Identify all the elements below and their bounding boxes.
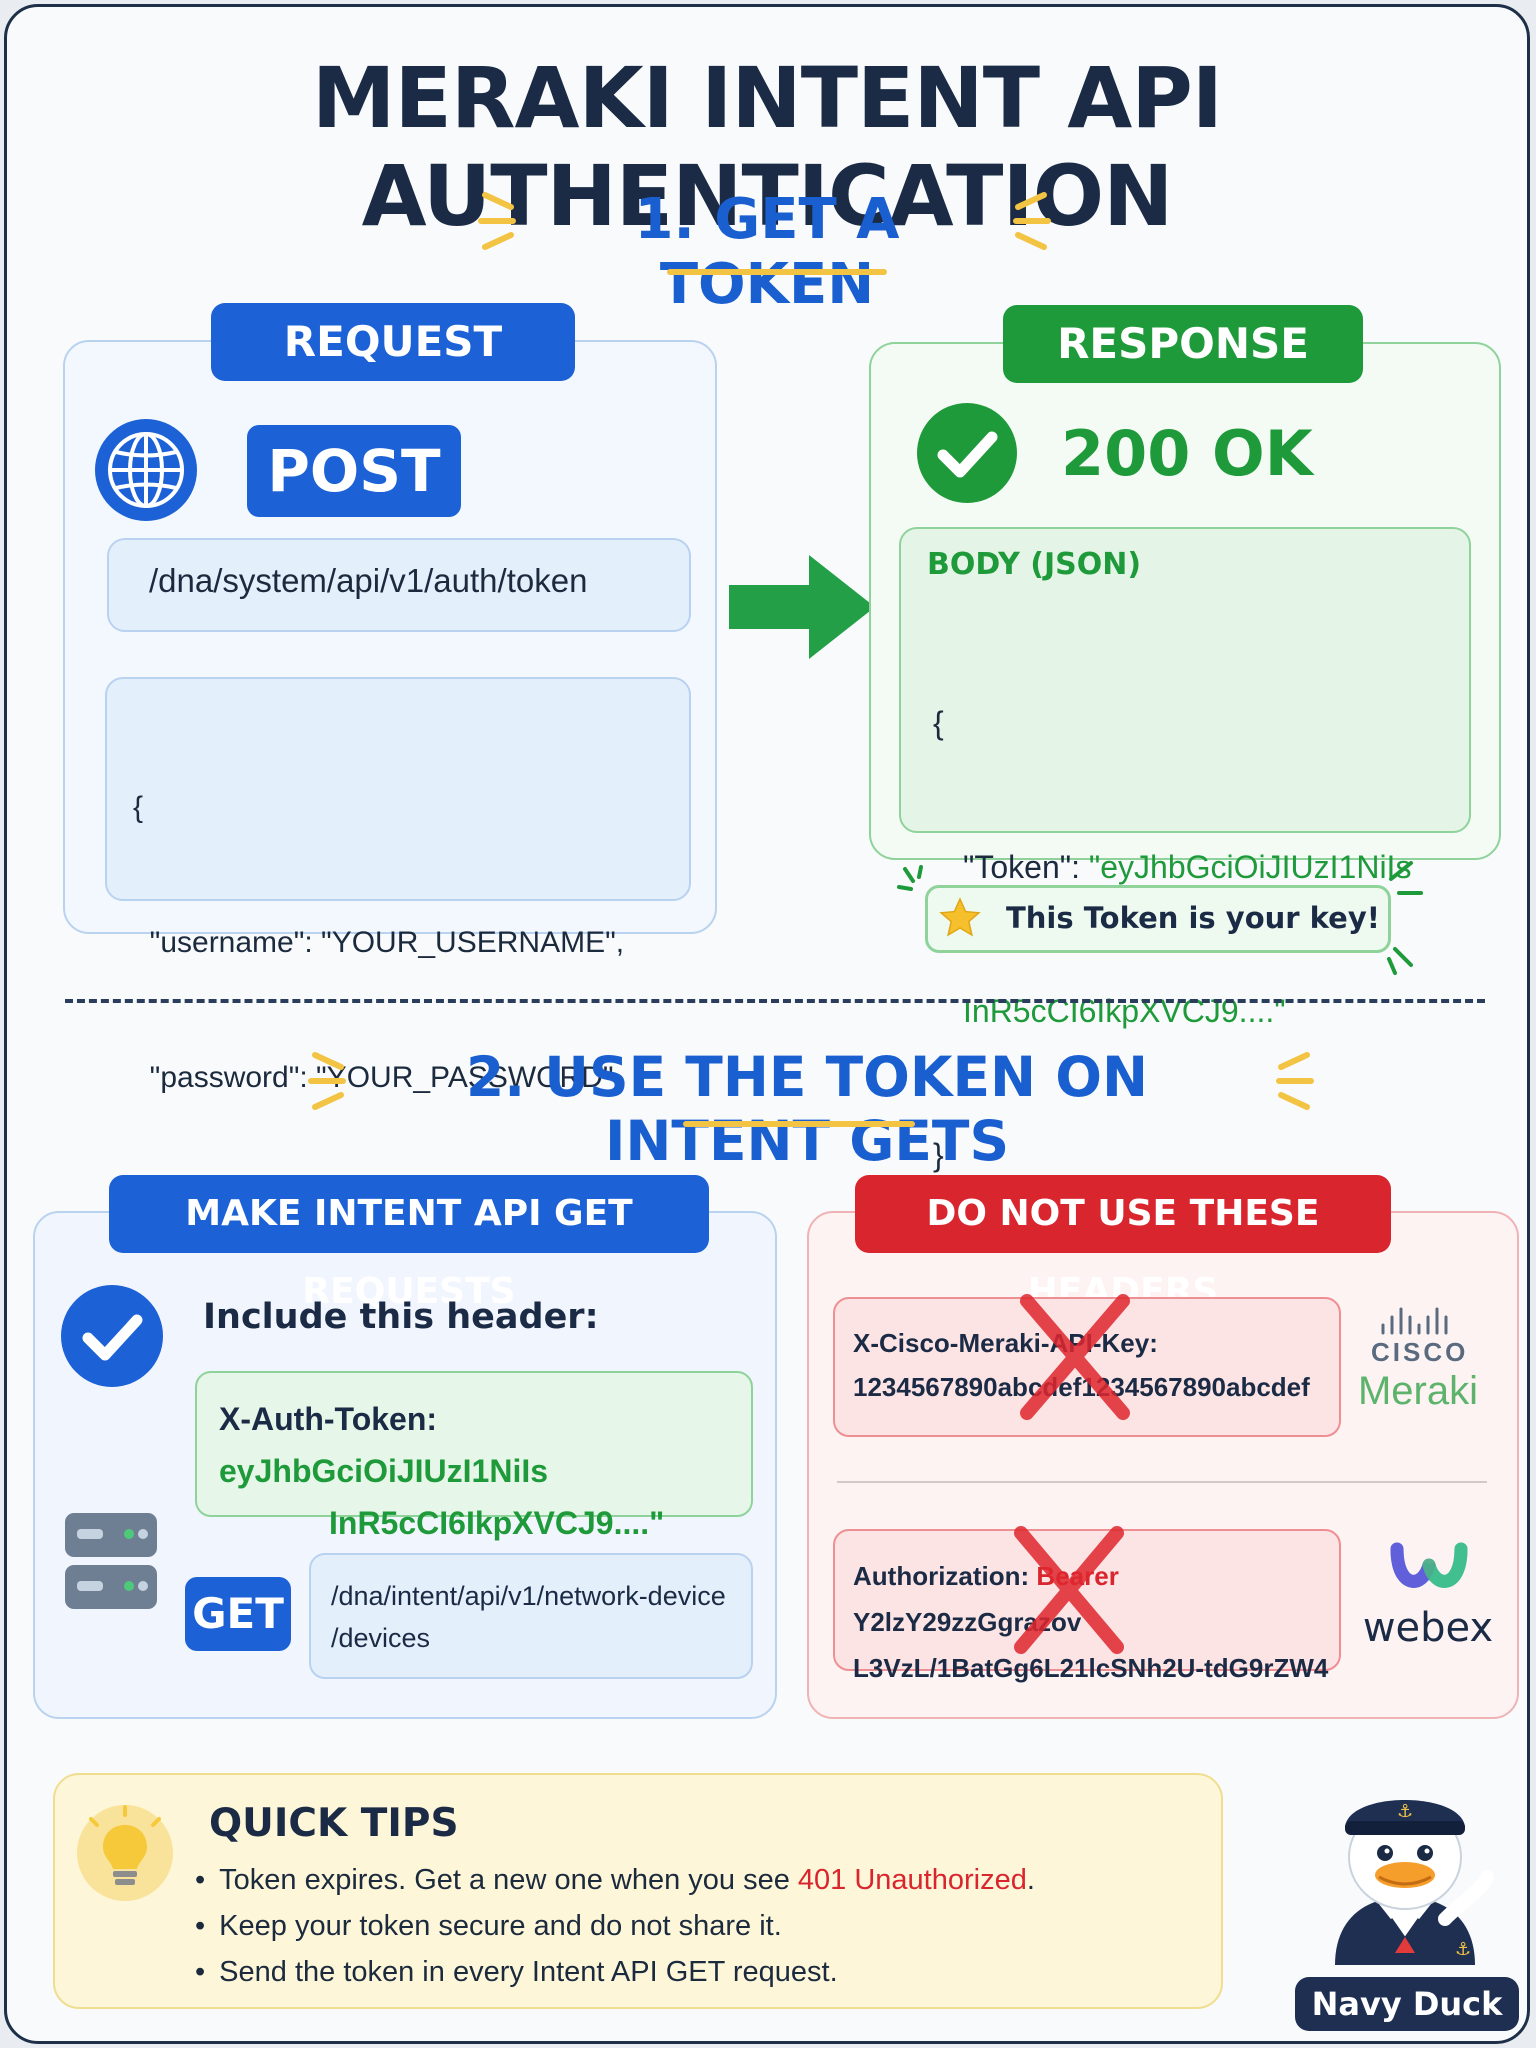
webex-header-value-cont: L3VzL/1BatGg6L21lcSNh2U-tdG9rZW4 bbox=[853, 1653, 1329, 1683]
section2-title: 2. USE THE TOKEN ON INTENT GETS bbox=[466, 1045, 1148, 1173]
section2-sparkle-left bbox=[307, 1045, 357, 1115]
tip-item: Send the token in every Intent API GET r… bbox=[195, 1949, 1035, 1995]
navy-duck-mascot: ⚓ ⚓ bbox=[1305, 1769, 1505, 1965]
lightbulb-icon bbox=[75, 1803, 175, 1903]
cross-icon bbox=[1013, 1291, 1137, 1423]
section1-sparkle-left bbox=[477, 185, 527, 255]
mascot-name-badge: Navy Duck bbox=[1295, 1977, 1519, 2031]
get-endpoint-box: /dna/intent/api/v1/network-device /devic… bbox=[309, 1553, 753, 1679]
auth-header-key: X-Auth-Token: bbox=[219, 1401, 438, 1437]
get-endpoint-cont: /devices bbox=[331, 1623, 431, 1653]
svg-text:⚓: ⚓ bbox=[1455, 1939, 1471, 1960]
panel-divider bbox=[837, 1481, 1487, 1483]
webex-logo-text: webex bbox=[1362, 1605, 1494, 1651]
request-body-line: "password": "YOUR_PASSWORD" bbox=[133, 1061, 614, 1094]
response-body-label: BODY (JSON) bbox=[927, 547, 1142, 582]
webex-logo-icon bbox=[1389, 1535, 1469, 1595]
meraki-header-key: X-Cisco-Meraki-API-Key: bbox=[853, 1328, 1158, 1358]
response-body-box: BODY (JSON) { "Token": "eyJhbGciOiJIUzI1… bbox=[899, 527, 1471, 1173]
request-body-box: { "username": "YOUR_USERNAME", "password… bbox=[105, 677, 691, 1229]
star-icon bbox=[938, 896, 982, 940]
section1-title: 1. GET A TOKEN bbox=[634, 187, 900, 317]
quick-tips-title: QUICK TIPS bbox=[209, 1801, 459, 1846]
response-open-brace: { bbox=[933, 705, 944, 741]
tip-item: Token expires. Get a new one when you se… bbox=[195, 1857, 1035, 1903]
request-endpoint: /dna/system/api/v1/auth/token bbox=[149, 562, 588, 599]
key-note-box: This Token is your key! bbox=[925, 885, 1391, 953]
auth-header-value: eyJhbGciOiJIUzI1NiIs bbox=[219, 1453, 549, 1489]
response-token-value: "eyJhbGciOiJIUzI1NiIs bbox=[1088, 849, 1412, 885]
key-note-text: This Token is your key! bbox=[1006, 901, 1380, 935]
section2-underline bbox=[683, 1121, 915, 1127]
cisco-bars-icon bbox=[1379, 1307, 1453, 1337]
section1-underline bbox=[667, 269, 887, 275]
infographic-page: MERAKI INTENT API AUTHENTICATION 1. GET … bbox=[4, 4, 1530, 2044]
auth-header-box: X-Auth-Token: eyJhbGciOiJIUzI1NiIs InR5c… bbox=[195, 1371, 753, 1541]
cisco-logo-text: CISCO bbox=[1371, 1337, 1469, 1367]
request-tab: REQUEST bbox=[211, 303, 575, 381]
response-status: 200 OK bbox=[1061, 417, 1313, 490]
meraki-header-value: 1234567890abcdef1234567890abcdef bbox=[853, 1372, 1310, 1402]
quick-tips-panel: QUICK TIPS Token expires. Get a new one … bbox=[53, 1773, 1223, 2009]
do-not-use-tab: DO NOT USE THESE HEADERS bbox=[855, 1175, 1391, 1312]
globe-icon bbox=[93, 417, 199, 523]
get-method-badge: GET bbox=[185, 1577, 291, 1651]
cross-icon bbox=[1007, 1523, 1131, 1657]
check-circle-icon bbox=[59, 1283, 165, 1389]
check-circle-icon bbox=[915, 401, 1019, 505]
auth-header-value-cont: InR5cCI6IkpXVCJ9...." bbox=[329, 1505, 665, 1541]
post-method-badge: POST bbox=[247, 425, 461, 517]
section2-sparkle-right bbox=[1265, 1045, 1315, 1115]
section1-sparkle-right bbox=[1002, 185, 1052, 255]
arrow-right-icon bbox=[729, 555, 875, 659]
make-requests-tab: MAKE INTENT API GET REQUESTS bbox=[109, 1175, 709, 1312]
sparkle-icon bbox=[895, 865, 935, 905]
response-close-brace: } bbox=[933, 1137, 944, 1173]
meraki-logo-text: Meraki bbox=[1357, 1369, 1479, 1413]
dashed-divider bbox=[65, 999, 1485, 1003]
include-header-label: Include this header: bbox=[203, 1297, 599, 1337]
server-icon bbox=[63, 1511, 159, 1611]
tip-item: Keep your token secure and do not share … bbox=[195, 1903, 1035, 1949]
response-token-key: "Token": bbox=[963, 849, 1089, 885]
request-endpoint-box: /dna/system/api/v1/auth/token bbox=[107, 538, 691, 632]
request-body-line: { bbox=[133, 791, 144, 824]
webex-header-key: Authorization: bbox=[853, 1561, 1037, 1591]
sparkle-icon bbox=[1381, 855, 1431, 975]
svg-text:⚓: ⚓ bbox=[1397, 1801, 1413, 1822]
response-tab: RESPONSE bbox=[1003, 305, 1363, 383]
request-body-line: "username": "YOUR_USERNAME", bbox=[133, 926, 625, 959]
get-endpoint: /dna/intent/api/v1/network-device bbox=[331, 1581, 726, 1611]
